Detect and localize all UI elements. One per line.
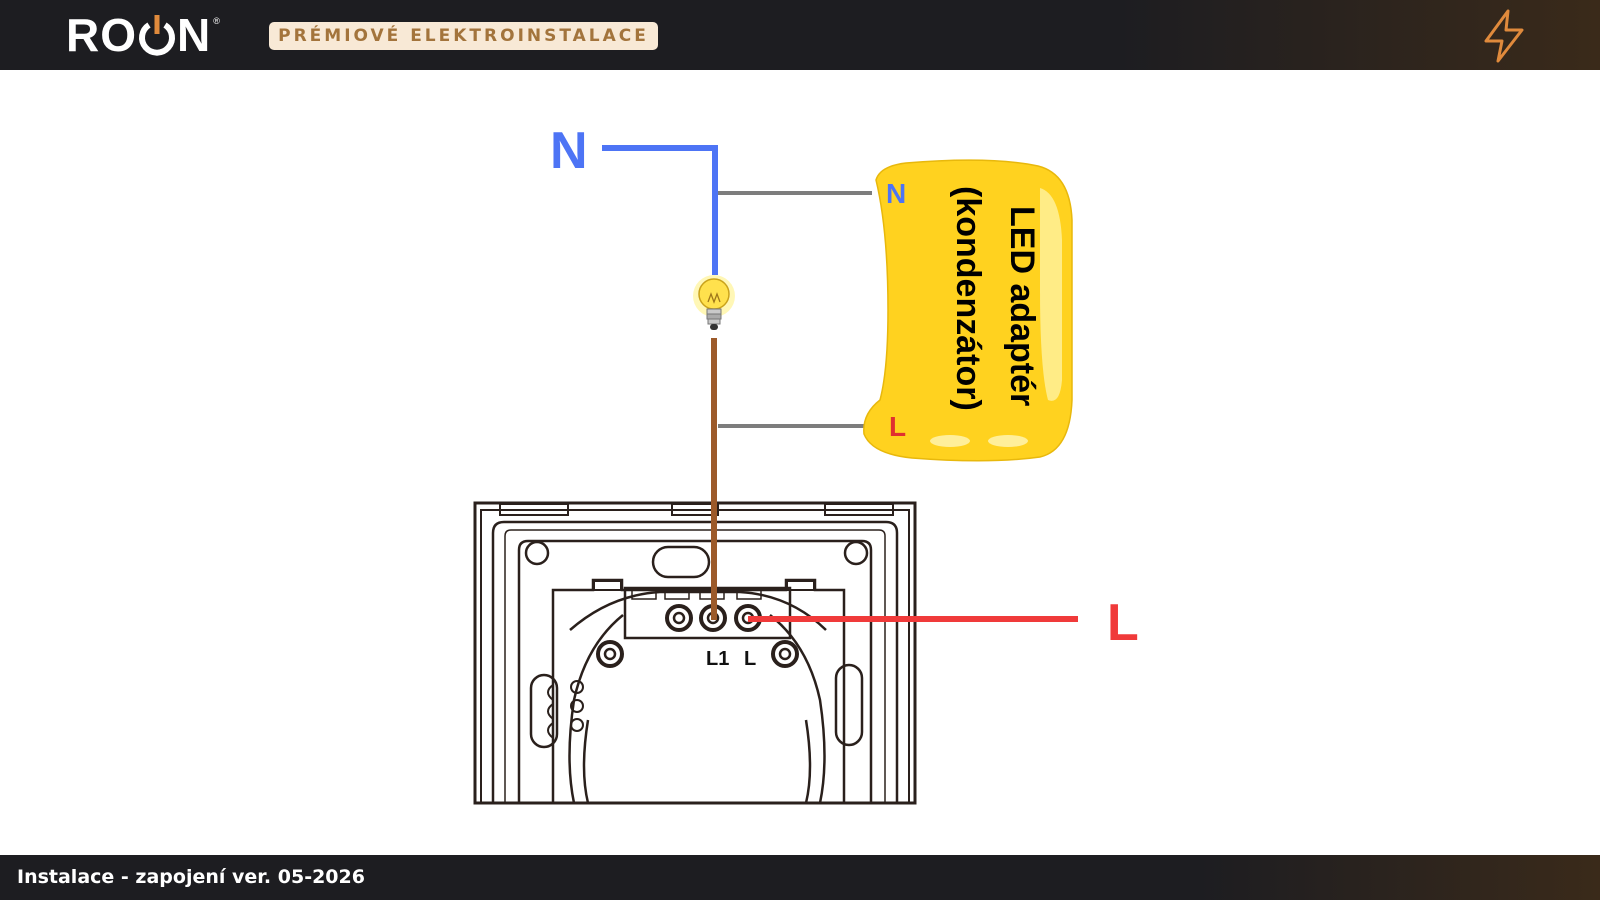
neutral-wire xyxy=(602,145,718,275)
terminal-l1-label: L1 xyxy=(706,648,729,670)
logo-text-left: RO xyxy=(66,9,137,61)
terminal-l-label: L xyxy=(744,648,756,670)
wiring-diagram: N L N L LED adaptér (kondenzátor) L1 L xyxy=(473,122,1139,805)
power-o-icon xyxy=(139,15,175,56)
adapter-subtitle: (kondenzátor) xyxy=(949,186,987,411)
led-adapter-body xyxy=(863,159,1073,462)
adapter-title: LED adaptér xyxy=(1003,206,1041,406)
version-label: Instalace - zapojení ver. 05-2026 xyxy=(17,866,365,888)
tagline-badge: PRÉMIOVÉ ELEKTROINSTALACE xyxy=(269,22,658,50)
light-bulb-icon xyxy=(693,275,735,330)
header-bar: RO N ® PRÉMIOVÉ ELEKTROINSTALACE xyxy=(0,0,1600,70)
switch-mechanism xyxy=(473,501,917,805)
logo-text-right: N xyxy=(177,9,212,61)
roon-logo[interactable]: RO N ® xyxy=(66,10,221,60)
adapter-terminal-l: L xyxy=(889,411,906,442)
registered-mark: ® xyxy=(213,16,221,26)
live-label: L xyxy=(1107,594,1139,652)
footer-bar: Instalace - zapojení ver. 05-2026 xyxy=(0,855,1600,900)
adapter-terminal-n: N xyxy=(886,178,906,209)
neutral-label: N xyxy=(550,122,588,180)
lightning-bolt-icon xyxy=(1484,9,1524,63)
